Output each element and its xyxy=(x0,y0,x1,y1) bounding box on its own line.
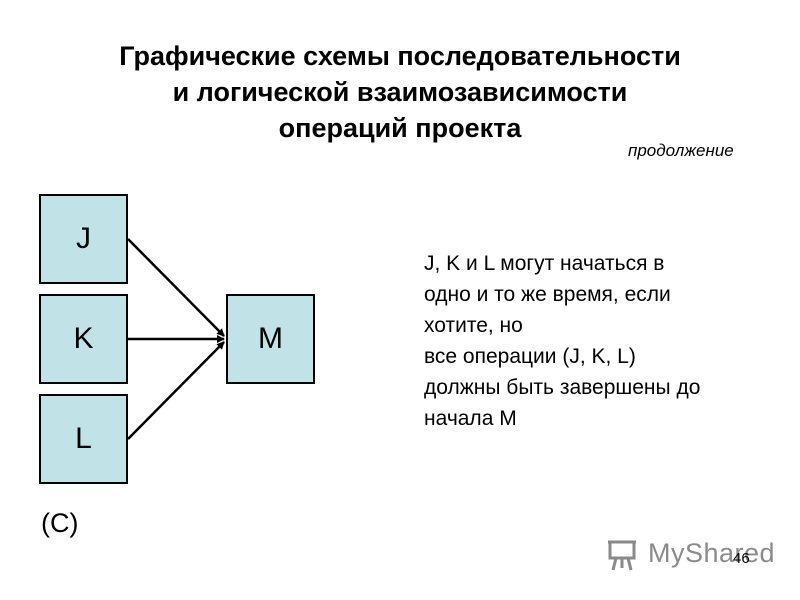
description-line-6: начала M xyxy=(424,407,517,430)
slide-title: Графические схемы последовательности и л… xyxy=(0,38,800,146)
description-line-2: одно и то же время, если xyxy=(424,283,671,306)
continuation-label: продолжение xyxy=(628,141,734,160)
watermark-text: MyShared xyxy=(648,538,776,568)
node-k: K xyxy=(39,294,128,384)
description-line-4: все операции (J, K, L) xyxy=(424,345,636,368)
description-line-3: хотите, но xyxy=(424,314,523,337)
arrow-j-to-m xyxy=(127,238,225,337)
title-line-3: операций проекта xyxy=(278,113,522,143)
page-number: 46 xyxy=(733,550,750,567)
watermark: MyShared xyxy=(606,536,775,576)
arrow-l-to-m xyxy=(127,341,225,440)
description-line-5: должны быть завершены до xyxy=(424,376,701,399)
description-line-1: J, K и L могут начаться в xyxy=(424,252,665,275)
node-l: L xyxy=(39,394,128,484)
title-line-2: и логической взаимозависимости xyxy=(172,77,628,107)
node-j: J xyxy=(39,194,128,284)
title-line-1: Графические схемы последовательности xyxy=(119,41,681,71)
presentation-board-icon xyxy=(608,540,636,571)
case-label: (C) xyxy=(41,508,79,538)
node-m: M xyxy=(226,294,315,384)
description-text: J, K и L могут начаться в одно и то же в… xyxy=(424,248,794,434)
